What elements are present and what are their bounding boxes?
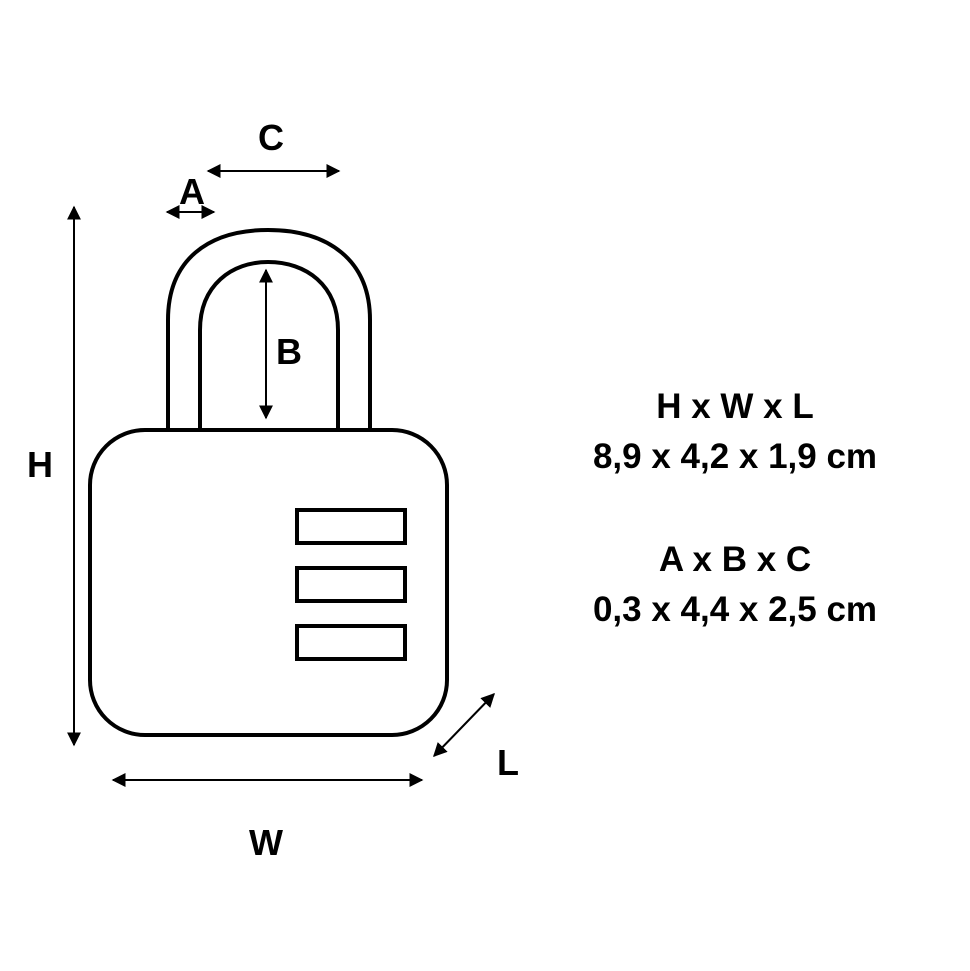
combination-dial-1: [295, 508, 407, 545]
dimension-arrow-l: [433, 692, 495, 758]
combination-dial-3: [295, 624, 407, 661]
label-b: B: [276, 331, 302, 372]
shackle-dimensions-heading: A x B x C: [658, 540, 812, 579]
shackle-inner-outline: [198, 259, 340, 432]
lock-body: [88, 428, 449, 737]
label-h: H: [27, 444, 53, 485]
outer-dimensions-values: 8,9 x 4,2 x 1,9 cm: [592, 437, 878, 476]
combination-dial-2: [295, 566, 407, 603]
label-w: W: [249, 822, 283, 863]
label-c: C: [258, 117, 284, 158]
outer-dimensions-heading: H x W x L: [656, 387, 814, 426]
outer-dimensions-block: H x W x L 8,9 x 4,2 x 1,9 cm: [540, 382, 930, 482]
shackle-dimensions-values: 0,3 x 4,4 x 2,5 cm: [592, 590, 878, 629]
label-l: L: [497, 742, 519, 783]
shackle-dimensions-block: A x B x C 0,3 x 4,4 x 2,5 cm: [540, 535, 930, 635]
shackle-outer-outline: [166, 227, 372, 432]
label-a: A: [179, 171, 205, 212]
